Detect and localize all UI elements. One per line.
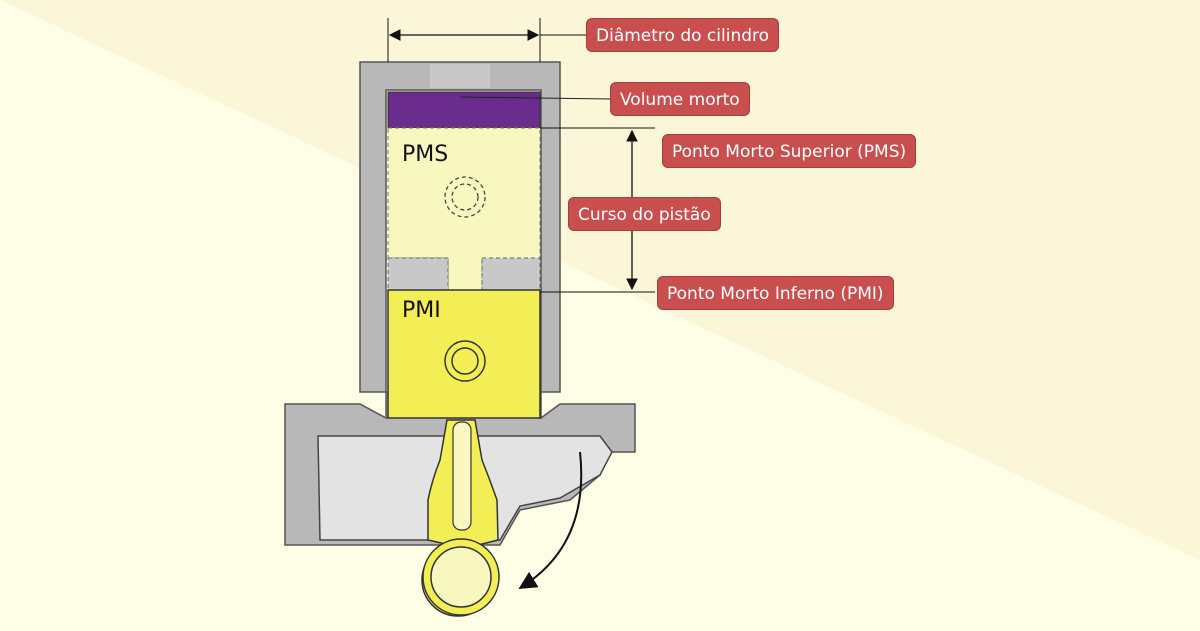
bdc-label: Ponto Morto Inferno (PMI) [657, 276, 894, 310]
piston-pin-inner [451, 347, 479, 375]
piston-pin-ghost-inner [451, 183, 479, 211]
rotation-arrow [518, 451, 583, 589]
diameter-label: Diâmetro do cilindro [586, 18, 780, 52]
dead-volume-leader [459, 96, 613, 100]
stroke-label: Curso do pistão [568, 197, 721, 231]
gap-left [387, 257, 449, 291]
cylinder-wall [359, 61, 561, 393]
cylinder-top-shine [430, 64, 490, 88]
big-end-inner [430, 546, 492, 608]
dead-volume-label: Volume morto [610, 82, 750, 116]
gap-right [481, 257, 541, 291]
connecting-rod-slot [452, 421, 472, 531]
tdc-label: Ponto Morto Superior (PMS) [662, 134, 917, 168]
pms-label: PMS [402, 142, 449, 167]
piston-pin-ghost [444, 176, 486, 218]
pmi-label: PMI [402, 298, 441, 323]
